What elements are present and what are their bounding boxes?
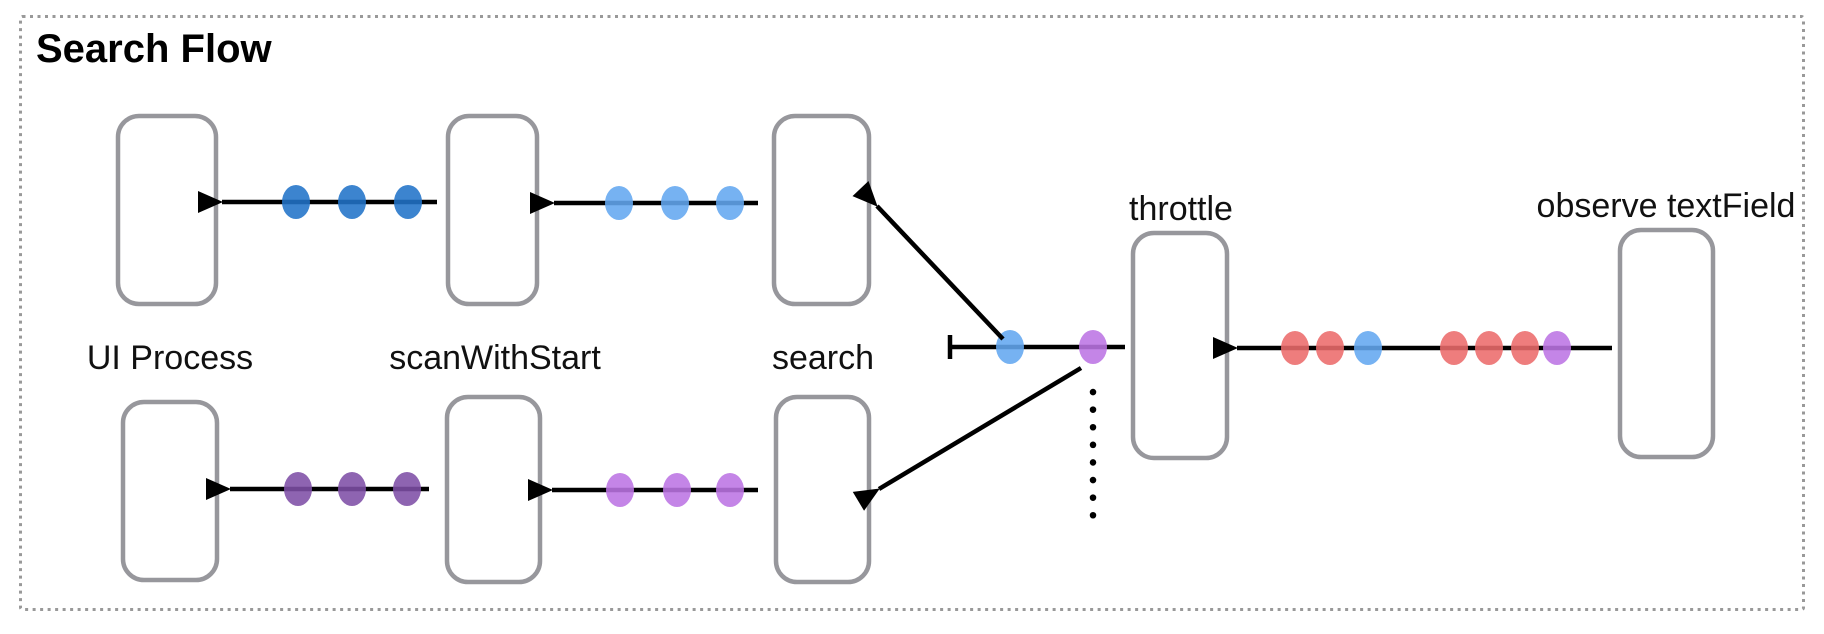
branch-to-search-top-line xyxy=(852,181,1005,341)
box-ui-process-bottom xyxy=(120,399,220,583)
box-observe-text-field xyxy=(1617,227,1716,460)
label-observe-text-field: observe textField xyxy=(1537,187,1796,225)
marble-dark_blue xyxy=(394,185,422,219)
stream-branch-to-search-bottom xyxy=(852,366,1083,511)
stream-scan-to-ui-top xyxy=(198,185,437,219)
stream-textfield-to-throttle xyxy=(1213,331,1612,365)
label-throttle: throttle xyxy=(1129,190,1233,228)
marble-orchid xyxy=(663,473,691,507)
dotted-frame-border xyxy=(19,15,1805,611)
stream-throttle-output xyxy=(947,330,1125,364)
stream-branch-to-search-top xyxy=(852,181,1005,341)
page-title: Search Flow xyxy=(36,27,273,71)
label-search: search xyxy=(772,339,874,377)
marble-red xyxy=(1475,331,1503,365)
marble-light_blue xyxy=(661,186,689,220)
marble-orchid xyxy=(716,473,744,507)
box-search-bottom xyxy=(773,394,872,585)
branch-to-search-bottom-line xyxy=(852,366,1083,511)
marble-orchid xyxy=(1079,330,1107,364)
stream-search-to-scan-top xyxy=(530,186,758,220)
box-scan-with-start-bottom xyxy=(444,394,543,585)
marble-red xyxy=(1511,331,1539,365)
marble-dark_blue xyxy=(338,185,366,219)
marble-dark_purple xyxy=(338,472,366,506)
marble-light_blue xyxy=(716,186,744,220)
label-ui-process: UI Process xyxy=(87,339,253,377)
marble-light_blue xyxy=(1354,331,1382,365)
marble-streams xyxy=(198,181,1612,522)
stream-scan-to-ui-bottom xyxy=(206,472,429,506)
box-ui-process-top xyxy=(115,113,219,307)
marble-dark_blue xyxy=(282,185,310,219)
marble-light_blue xyxy=(605,186,633,220)
marble-dark_purple xyxy=(393,472,421,506)
box-search-top xyxy=(771,113,872,307)
process-boxes xyxy=(115,113,1716,585)
box-scan-with-start-top xyxy=(445,113,540,307)
label-scan-with-start: scanWithStart xyxy=(389,339,601,377)
marble-orchid xyxy=(1543,331,1571,365)
stream-search-to-scan-bottom xyxy=(528,473,758,507)
marble-red xyxy=(1440,331,1468,365)
marble-orchid xyxy=(606,473,634,507)
marble-red xyxy=(1316,331,1344,365)
marble-red xyxy=(1281,331,1309,365)
box-throttle xyxy=(1130,230,1230,461)
marble-dark_purple xyxy=(284,472,312,506)
